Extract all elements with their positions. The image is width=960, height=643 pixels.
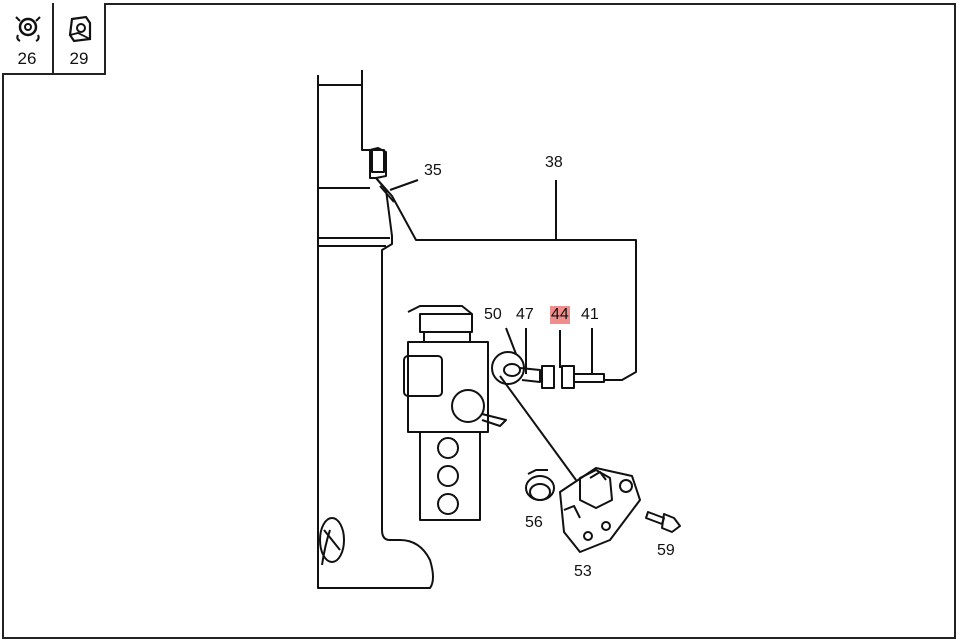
module-53 [559, 467, 641, 553]
callout-47[interactable]: 47 [516, 306, 534, 323]
callout-38[interactable]: 38 [545, 154, 563, 171]
legend-item-26[interactable]: 26 [2, 3, 54, 75]
hose-assembly [491, 327, 605, 481]
screw-59 [645, 511, 681, 533]
legend-item-29[interactable]: 29 [54, 3, 106, 75]
callout-53[interactable]: 53 [574, 563, 592, 580]
callout-59[interactable]: 59 [657, 542, 675, 559]
engine-block [317, 70, 434, 589]
legend-number: 29 [69, 49, 89, 68]
clamp-icon [15, 16, 41, 42]
symbol-legend: 26 29 [2, 3, 106, 75]
callout-41[interactable]: 41 [581, 306, 599, 323]
valve-housing [403, 305, 507, 521]
bracket-icon [68, 15, 92, 43]
callout-35[interactable]: 35 [424, 162, 442, 179]
diagram-frame [2, 3, 956, 639]
legend-number: 26 [17, 49, 37, 68]
callout-50[interactable]: 50 [484, 306, 502, 323]
clamp-56 [525, 469, 555, 501]
callout-56[interactable]: 56 [525, 514, 543, 531]
vacuum-line-38 [375, 177, 637, 381]
callout-44-highlighted[interactable]: 44 [550, 306, 570, 324]
